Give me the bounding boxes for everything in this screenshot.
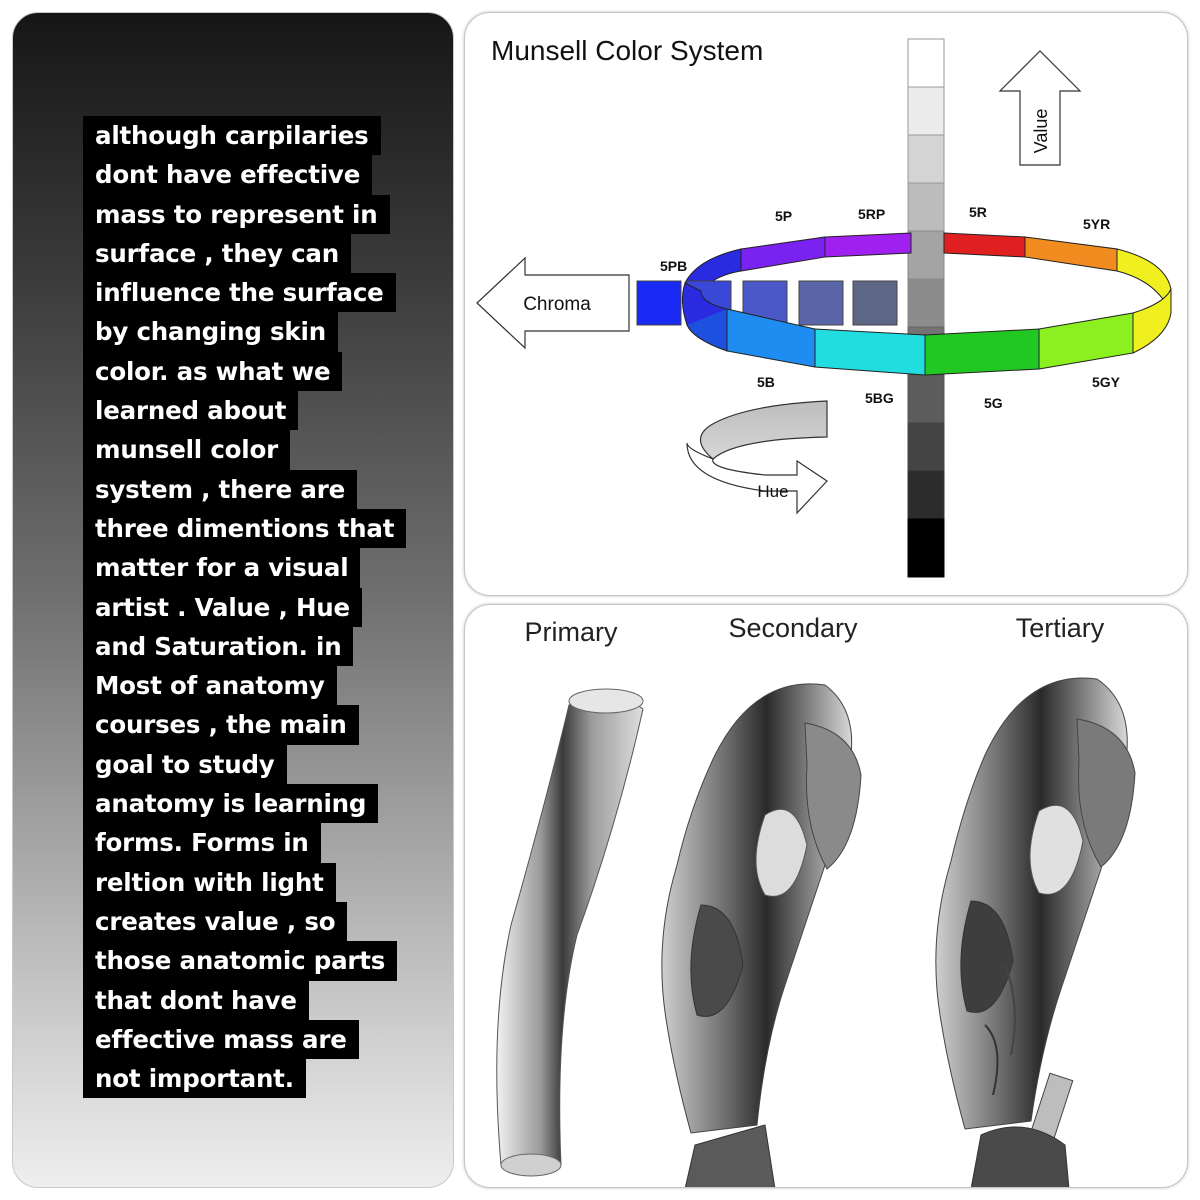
tertiary-label: Tertiary [1016,613,1105,643]
hue-label-5g: 5G [984,395,1003,411]
value-label: Value [1031,109,1051,154]
text-line: effective mass are [83,1019,359,1060]
primary-label: Primary [525,617,618,647]
text-line: learned about [83,391,299,431]
text-lines: although carpilaries dont have effective… [83,116,407,1099]
diagram-title: Munsell Color System [491,35,763,66]
text-line: and Saturation. in [83,626,354,667]
munsell-diagram: Munsell Color System Value Chroma [476,35,1172,578]
hue-label-5rp: 5RP [858,206,885,222]
hue-ring-back [684,232,1172,314]
text-line: forms. Forms in [83,823,321,863]
hue-label-5p: 5P [775,208,792,224]
chroma-swatch [636,280,682,326]
text-line: reltion with light [83,862,336,902]
text-line: creates value , so [83,901,348,942]
hue-label: Hue [757,482,788,501]
text-line: anatomy is learning [83,784,379,824]
hue-ring-front [681,282,1172,376]
text-panel: although carpilaries dont have effective… [12,12,454,1188]
text-line: matter for a visual [83,548,361,588]
forms-panel: Primary Secondary Tertiary [464,604,1188,1188]
chroma-swatch [798,280,844,326]
primary-form-drawing [496,688,644,1177]
text-line: surface , they can [83,233,351,274]
secondary-form-drawing [661,683,862,1187]
text-line: influence the surface [83,273,396,313]
hue-label-5bg: 5BG [865,390,894,406]
chroma-swatch [852,280,898,326]
text-line: although carpilaries [83,116,381,156]
forms-illustration: Primary Secondary Tertiary [496,613,1136,1187]
hue-label-5pb: 5PB [660,258,687,274]
text-line: mass to represent in [83,194,390,234]
hue-label-5r: 5R [969,204,987,220]
text-line: three dimentions that [83,508,407,549]
text-line: goal to study [83,744,287,785]
hue-label-5gy: 5GY [1092,374,1121,390]
text-line: courses , the main [83,705,359,745]
text-line: munsell color [83,430,291,470]
hue-label-5b: 5B [757,374,775,390]
text-line: those anatomic parts [83,941,398,981]
tertiary-form-drawing [935,677,1136,1187]
text-line: not important. [83,1059,306,1099]
hue-arrow-icon [686,400,828,515]
hue-label-5yr: 5YR [1083,216,1110,232]
chroma-arrow-icon [476,256,630,350]
text-line: artist . Value , Hue [83,587,362,627]
secondary-label: Secondary [728,613,858,643]
value-scale [907,38,945,578]
text-line: that dont have [83,980,309,1020]
text-line: system , there are [83,469,357,509]
munsell-diagram-panel: Munsell Color System Value Chroma [464,12,1188,596]
text-line: dont have effective [83,155,373,195]
text-line: color. as what we [83,351,343,392]
chroma-label: Chroma [523,294,591,315]
text-line: by changing skin [83,312,338,352]
text-line: Most of anatomy [83,666,337,706]
value-arrow-icon [998,50,1082,166]
